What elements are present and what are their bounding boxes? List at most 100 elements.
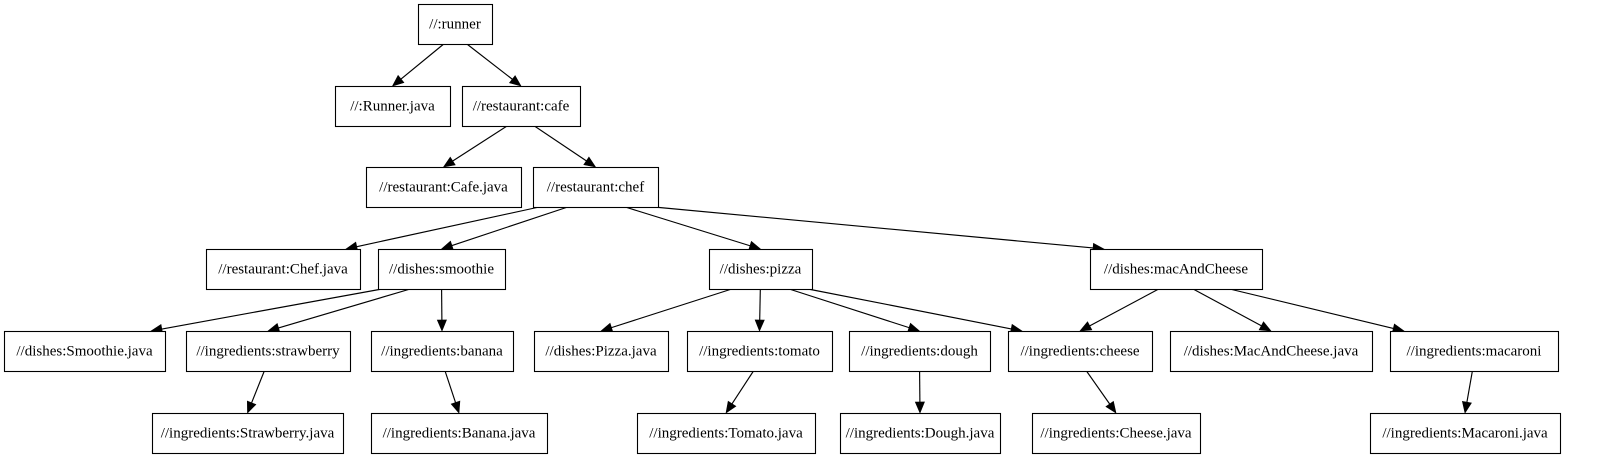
edge-line (611, 288, 732, 329)
edge-arrowhead (725, 400, 737, 414)
graph-node-restaurant_chef[interactable]: //restaurant:chef (532, 166, 660, 209)
edge-arrowhead (1258, 321, 1272, 332)
edge-line (1229, 288, 1394, 329)
node-box[interactable] (185, 330, 352, 373)
graph-node-runner[interactable]: //:runner (417, 3, 494, 46)
node-box[interactable] (848, 330, 992, 373)
edge-line (356, 206, 540, 248)
edge-arrowhead (436, 319, 447, 332)
edge-arrowhead (600, 322, 614, 333)
graph-node-runner_java[interactable]: //:Runner.java (334, 85, 452, 128)
node-box[interactable] (461, 85, 582, 128)
edge-line (161, 288, 383, 330)
node-box[interactable] (533, 330, 670, 373)
node-box[interactable] (839, 412, 1002, 455)
node-box[interactable] (708, 248, 814, 291)
node-box[interactable] (370, 412, 549, 455)
node-box[interactable] (1089, 248, 1264, 291)
edge-line (466, 43, 513, 80)
edge-line (278, 288, 411, 329)
graph-node-cheese[interactable]: //ingredients:cheese (1007, 330, 1154, 373)
node-label: //:Runner.java (350, 98, 435, 114)
graph-node-macaroni[interactable]: //ingredients:macaroni (1389, 330, 1560, 373)
node-label: //ingredients:tomato (699, 343, 820, 359)
edge-arrowhead (1461, 400, 1472, 414)
graph-node-macandcheese_java[interactable]: //dishes:MacAndCheese.java (1169, 330, 1374, 373)
graph-node-macaroni_java[interactable]: //ingredients:Macaroni.java (1369, 412, 1562, 455)
node-label: //ingredients:Banana.java (383, 425, 536, 441)
edge-line (251, 370, 265, 404)
node-box[interactable] (3, 330, 167, 373)
edge-arrowhead (1105, 400, 1117, 414)
graph-node-strawberry_java[interactable]: //ingredients:Strawberry.java (151, 412, 345, 455)
node-box[interactable] (1389, 330, 1560, 373)
edge-arrowhead (1079, 321, 1093, 332)
graph-node-chef_java[interactable]: //restaurant:Chef.java (205, 248, 362, 291)
graph-node-tomato[interactable]: //ingredients:tomato (686, 330, 834, 373)
node-box[interactable] (1169, 330, 1374, 373)
graph-node-dishes_smoothie[interactable]: //dishes:smoothie (377, 248, 507, 291)
graph-node-dishes_macandcheese[interactable]: //dishes:macAndCheese (1089, 248, 1264, 291)
node-label: //dishes:smoothie (389, 261, 494, 277)
edge-arrowhead (508, 75, 522, 87)
node-label: //restaurant:cafe (473, 98, 570, 114)
edge-line (451, 206, 568, 247)
node-box[interactable] (151, 412, 345, 455)
node-label: //ingredients:Dough.java (846, 425, 995, 441)
node-label: //ingredients:macaroni (1407, 343, 1542, 359)
edge-line (759, 288, 761, 321)
edge-arrowhead (247, 400, 257, 414)
node-label: //dishes:pizza (720, 261, 802, 277)
node-label: //ingredients:strawberry (196, 343, 340, 359)
node-box[interactable] (636, 412, 817, 455)
node-box[interactable] (1369, 412, 1562, 455)
graph-node-dough_java[interactable]: //ingredients:Dough.java (839, 412, 1002, 455)
graph-node-cafe_java[interactable]: //restaurant:Cafe.java (365, 166, 523, 209)
edge-arrowhead (450, 400, 461, 414)
edge-line (788, 288, 910, 329)
node-label: //ingredients:Macaroni.java (1382, 425, 1548, 441)
node-label: //ingredients:Cheese.java (1040, 425, 1192, 441)
graph-node-pizza_java[interactable]: //dishes:Pizza.java (533, 330, 670, 373)
graph-node-smoothie_java[interactable]: //dishes:Smoothie.java (3, 330, 167, 373)
node-label: //ingredients:Tomato.java (649, 425, 803, 441)
node-box[interactable] (370, 330, 515, 373)
node-label: //dishes:Pizza.java (545, 343, 657, 359)
node-box[interactable] (365, 166, 523, 209)
graph-node-tomato_java[interactable]: //ingredients:Tomato.java (636, 412, 817, 455)
graph-node-strawberry[interactable]: //ingredients:strawberry (185, 330, 352, 373)
nodes-layer: //:runner //:Runner.java //restaurant:cafe… (3, 3, 1562, 455)
node-box[interactable] (686, 330, 834, 373)
node-box[interactable] (532, 166, 660, 209)
edge-arrowhead (748, 240, 762, 251)
graph-node-restaurant_cafe[interactable]: //restaurant:cafe (461, 85, 582, 128)
node-box[interactable] (205, 248, 362, 291)
node-label: //dishes:MacAndCheese.java (1184, 343, 1359, 359)
edge-line (1089, 288, 1159, 327)
node-label: //ingredients:banana (381, 343, 503, 359)
edge-arrowhead (442, 156, 456, 168)
node-box[interactable] (377, 248, 507, 291)
edge-line (1192, 288, 1262, 327)
edge-line (653, 206, 1094, 249)
edge-arrowhead (754, 319, 765, 332)
graph-node-dishes_pizza[interactable]: //dishes:pizza (708, 248, 814, 291)
node-box[interactable] (1031, 412, 1202, 455)
edge-arrowhead (914, 401, 925, 414)
edge-line (534, 125, 587, 162)
node-box[interactable] (417, 3, 494, 46)
node-label: //restaurant:chef (547, 179, 644, 195)
edge-arrowhead (391, 74, 405, 87)
graph-node-banana_java[interactable]: //ingredients:Banana.java (370, 412, 549, 455)
graph-node-cheese_java[interactable]: //ingredients:Cheese.java (1031, 412, 1202, 455)
node-box[interactable] (1007, 330, 1154, 373)
edge-arrowhead (440, 240, 454, 251)
edge-line (625, 206, 751, 247)
graph-node-dough[interactable]: //ingredients:dough (848, 330, 992, 373)
edge-line (400, 43, 445, 80)
edge-arrowhead (907, 322, 921, 333)
node-box[interactable] (334, 85, 452, 128)
edge-line (731, 370, 754, 405)
graph-node-banana[interactable]: //ingredients:banana (370, 330, 515, 373)
node-label: //restaurant:Cafe.java (379, 179, 508, 195)
